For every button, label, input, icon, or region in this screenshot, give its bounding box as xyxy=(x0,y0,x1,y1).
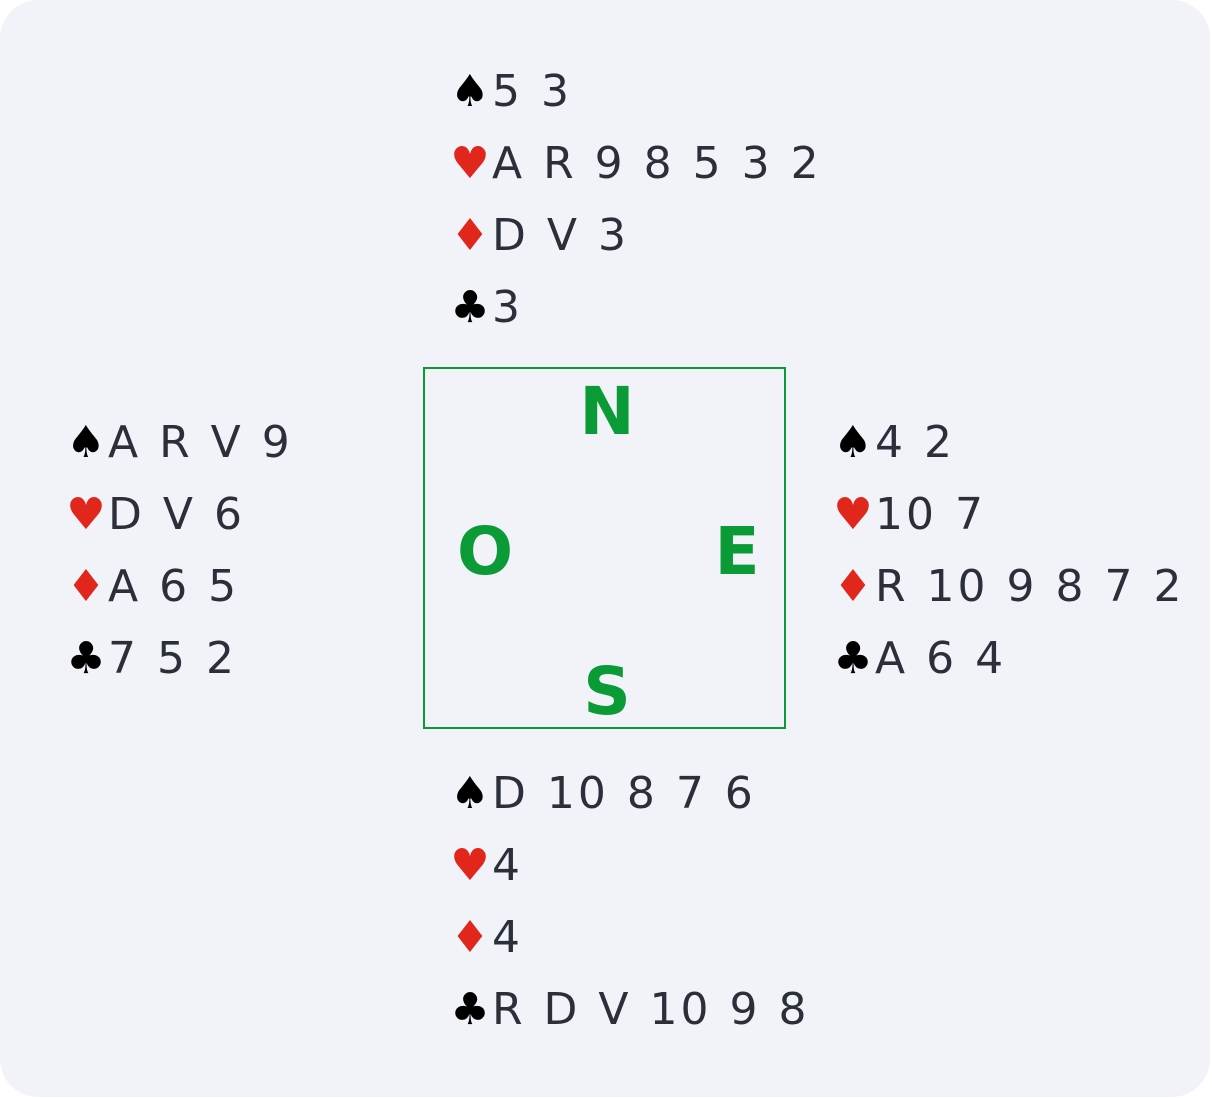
compass-south-label: S xyxy=(583,653,631,730)
heart-icon: ♥ xyxy=(833,489,873,540)
east-diamonds-row: ♦ R 10 9 8 7 2 xyxy=(831,551,1184,623)
east-hearts-row: ♥ 10 7 xyxy=(831,479,1184,551)
north-hearts-row: ♥ A R 9 8 5 3 2 xyxy=(448,128,822,200)
heart-icon: ♥ xyxy=(450,840,490,891)
hand-west: ♠ A R V 9 ♥ D V 6 ♦ A 6 5 ♣ 7 5 2 xyxy=(64,407,293,695)
west-hearts-row: ♥ D V 6 xyxy=(64,479,293,551)
diamond-icon: ♦ xyxy=(833,561,873,612)
diamond-icon: ♦ xyxy=(450,912,490,963)
west-spades-row: ♠ A R V 9 xyxy=(64,407,293,479)
south-clubs-row: ♣ R D V 10 9 8 xyxy=(448,974,809,1046)
south-hearts-row: ♥ 4 xyxy=(448,830,809,902)
north-diamonds-row: ♦ D V 3 xyxy=(448,200,822,272)
club-icon: ♣ xyxy=(450,984,490,1035)
south-clubs-cards: R D V 10 9 8 xyxy=(492,984,810,1035)
compass-east-label: E xyxy=(714,513,760,590)
east-spades-cards: 4 2 xyxy=(875,417,955,468)
north-diamonds-cards: D V 3 xyxy=(492,210,629,261)
south-spades-row: ♠ D 10 8 7 6 xyxy=(448,758,809,830)
east-hearts-cards: 10 7 xyxy=(875,489,986,540)
club-icon: ♣ xyxy=(66,633,106,684)
compass-north-label: N xyxy=(579,373,635,450)
spade-icon: ♠ xyxy=(450,768,490,819)
compass-west-label: O xyxy=(456,513,514,590)
south-hearts-cards: 4 xyxy=(492,840,523,891)
north-clubs-cards: 3 xyxy=(492,282,523,333)
west-clubs-row: ♣ 7 5 2 xyxy=(64,623,293,695)
east-diamonds-cards: R 10 9 8 7 2 xyxy=(875,561,1185,612)
north-spades-row: ♠ 5 3 xyxy=(448,56,822,128)
west-diamonds-cards: A 6 5 xyxy=(108,561,240,612)
club-icon: ♣ xyxy=(450,282,490,333)
east-spades-row: ♠ 4 2 xyxy=(831,407,1184,479)
compass-box: N O E S xyxy=(423,367,786,729)
south-diamonds-cards: 4 xyxy=(492,912,523,963)
east-clubs-cards: A 6 4 xyxy=(875,633,1007,684)
hand-north: ♠ 5 3 ♥ A R 9 8 5 3 2 ♦ D V 3 ♣ 3 xyxy=(448,56,822,344)
spade-icon: ♠ xyxy=(450,66,490,117)
hand-south: ♠ D 10 8 7 6 ♥ 4 ♦ 4 ♣ R D V 10 9 8 xyxy=(448,758,809,1046)
east-clubs-row: ♣ A 6 4 xyxy=(831,623,1184,695)
spade-icon: ♠ xyxy=(833,417,873,468)
hand-east: ♠ 4 2 ♥ 10 7 ♦ R 10 9 8 7 2 ♣ A 6 4 xyxy=(831,407,1184,695)
diamond-icon: ♦ xyxy=(66,561,106,612)
club-icon: ♣ xyxy=(833,633,873,684)
west-clubs-cards: 7 5 2 xyxy=(108,633,237,684)
south-diamonds-row: ♦ 4 xyxy=(448,902,809,974)
north-hearts-cards: A R 9 8 5 3 2 xyxy=(492,138,822,189)
west-spades-cards: A R V 9 xyxy=(108,417,293,468)
heart-icon: ♥ xyxy=(66,489,106,540)
spade-icon: ♠ xyxy=(66,417,106,468)
north-clubs-row: ♣ 3 xyxy=(448,272,822,344)
diamond-icon: ♦ xyxy=(450,210,490,261)
south-spades-cards: D 10 8 7 6 xyxy=(492,768,756,819)
heart-icon: ♥ xyxy=(450,138,490,189)
north-spades-cards: 5 3 xyxy=(492,66,572,117)
west-diamonds-row: ♦ A 6 5 xyxy=(64,551,293,623)
west-hearts-cards: D V 6 xyxy=(108,489,245,540)
